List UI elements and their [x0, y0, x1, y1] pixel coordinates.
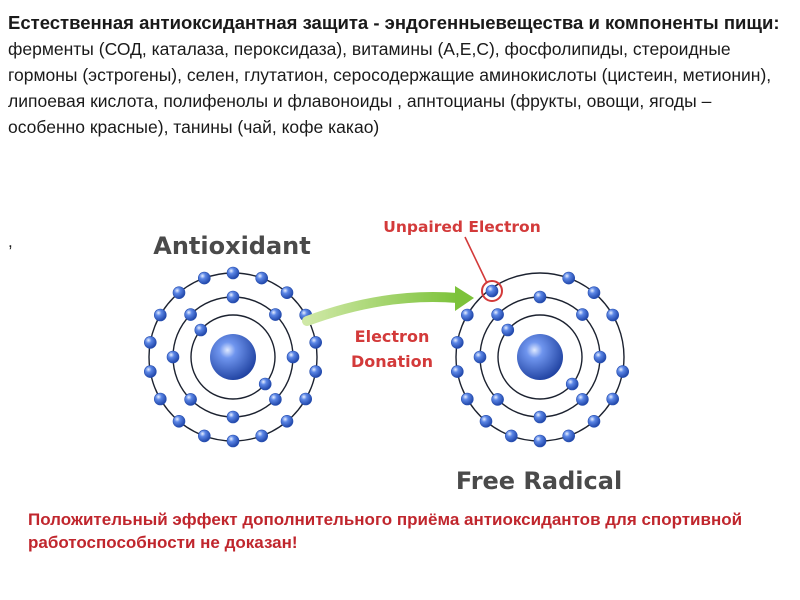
antioxidant-outer-electron	[154, 308, 167, 322]
antioxidant-middle-electron	[269, 393, 282, 406]
intro-text: Естественная антиоксидантная защита - эн…	[8, 10, 788, 140]
free-radical-electrons	[450, 271, 630, 448]
antioxidant-inner-electron	[258, 377, 272, 391]
free-radical-middle-electron	[491, 308, 504, 321]
free-radical-outer-electron	[606, 308, 620, 322]
free-radical-middle-electron	[473, 350, 487, 364]
antioxidant-inner-orbit	[190, 314, 276, 400]
free-radical-nucleus	[517, 334, 563, 380]
free-radical-outer-electron	[504, 429, 518, 443]
antioxidant-outer-electron	[226, 266, 240, 280]
free-radical-outer-electron	[587, 286, 601, 300]
free-radical-middle-electron	[593, 350, 607, 364]
antioxidant-outer-electron	[144, 365, 157, 378]
free-radical-middle-electron	[533, 410, 547, 424]
antioxidant-outer-electron	[280, 414, 294, 428]
free-radical-inner-electron	[501, 323, 515, 337]
antioxidant-outer-electron	[309, 336, 323, 349]
free-radical-outer-electron	[450, 365, 464, 378]
antioxidant-middle-electron	[286, 350, 300, 364]
antioxidant-outer-electron	[255, 429, 269, 443]
antioxidant-label: Antioxidant	[153, 232, 311, 260]
antioxidant-electrons	[144, 266, 323, 448]
free-radical-outer-electron	[450, 336, 464, 349]
antioxidant-nucleus	[210, 334, 256, 380]
donation-label-line1: Electron	[355, 327, 430, 346]
free-radical-middle-electron	[533, 290, 547, 304]
antioxidant-outer-electron	[154, 392, 167, 406]
donation-arrow	[302, 286, 474, 326]
antioxidant-outer-electron	[144, 336, 157, 349]
antioxidant-outer-electron	[255, 271, 269, 285]
unpaired-electron	[485, 284, 499, 298]
intro-body: ферменты (СОД, каталаза, пероксидаза), в…	[8, 39, 772, 137]
free-radical-outer-electron	[479, 414, 493, 428]
antioxidant-middle-electron	[184, 393, 197, 406]
antioxidant-outer-electron	[309, 365, 323, 378]
antioxidant-outer-electron	[299, 392, 313, 406]
free-radical-inner-electron	[565, 377, 579, 391]
antioxidant-inner-electron	[194, 323, 208, 337]
free-radical-outer-electron	[533, 434, 547, 448]
free-radical-atom	[450, 271, 630, 448]
donation-label-line2: Donation	[351, 352, 433, 371]
unpaired-electron-marker	[464, 236, 503, 302]
free-radical-middle-electron	[491, 393, 504, 406]
conclusion-text: Положительный эффект дополнительного при…	[28, 510, 743, 552]
antioxidant-outer-electron	[172, 286, 186, 300]
free-radical-outer-electron	[460, 308, 474, 322]
intro-lead: Естественная антиоксидантная защита - эн…	[8, 12, 780, 33]
free-radical-outer-electron	[562, 429, 576, 443]
antioxidant-middle-electron	[166, 350, 180, 364]
free-radical-inner-orbit	[497, 314, 583, 400]
antioxidant-outer-electron	[226, 434, 240, 448]
free-radical-middle-electron	[576, 393, 589, 406]
stray-comma: ,	[8, 232, 13, 251]
free-radical-outer-electron	[606, 392, 620, 406]
free-radical-outer-electron	[616, 365, 630, 378]
antioxidant-outer-electron	[198, 271, 211, 285]
free-radical-outer-electron	[460, 392, 474, 406]
antioxidant-middle-electron	[226, 290, 240, 304]
unpaired-electron-label: Unpaired Electron	[383, 218, 540, 236]
free-radical-outer-electron	[587, 414, 601, 428]
antioxidant-middle-electron	[184, 308, 197, 321]
antioxidant-middle-electron	[269, 308, 282, 321]
antioxidant-atom	[144, 266, 323, 448]
antioxidant-outer-electron	[172, 414, 186, 428]
antioxidant-outer-electron	[198, 429, 211, 443]
antioxidant-outer-electron	[280, 286, 294, 300]
antioxidant-middle-electron	[226, 410, 240, 424]
free-radical-middle-electron	[576, 308, 589, 321]
free-radical-label: Free Radical	[456, 467, 622, 495]
free-radical-outer-electron	[562, 271, 576, 285]
